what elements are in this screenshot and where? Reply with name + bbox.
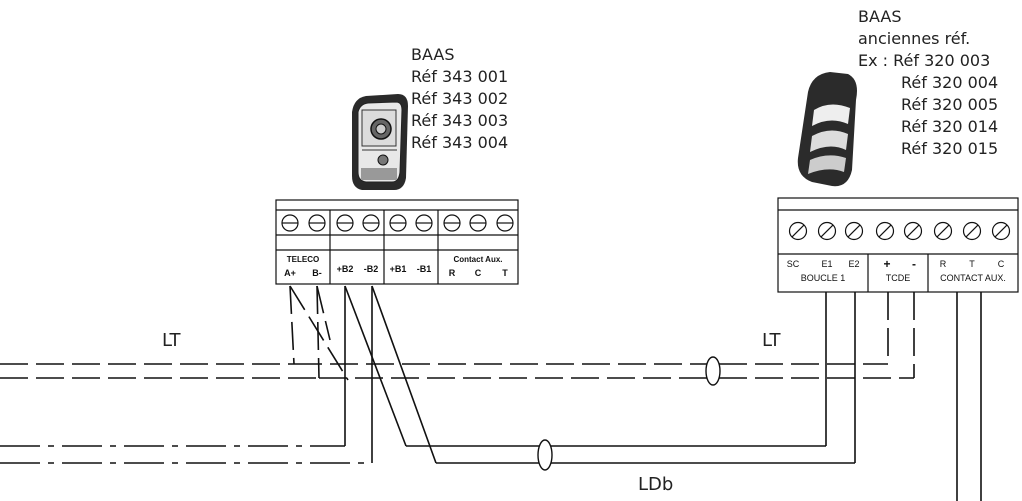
- lt-left-label: LT: [162, 330, 181, 351]
- right-pin-t: T: [969, 259, 975, 269]
- dash-dot-lines: [0, 445, 372, 464]
- right-screw-5-slot: [906, 224, 920, 238]
- left-device-icon: [352, 94, 408, 190]
- left-device-title: BAAS: [411, 45, 455, 64]
- left-terminal-labels: TELECO A+ B- +B2 -B2 +B1 -B1 Contact Aux…: [284, 255, 508, 278]
- right-pin-minus: -: [912, 257, 916, 271]
- right-terminal-labels: SC E1 E2 + - R T C BOUCLE 1 TCDE CONTACT…: [787, 257, 1006, 283]
- left-pin-a-plus: A+: [284, 268, 296, 278]
- right-screw-1-slot: [791, 224, 805, 238]
- right-screw-6-slot: [936, 224, 950, 238]
- left-device-ref-2: Réf 343 002: [411, 89, 509, 108]
- right-group-boucle1: BOUCLE 1: [801, 273, 846, 283]
- right-screw-7-slot: [965, 224, 979, 238]
- right-device-ref-row: Ex : Réf 320 003: [858, 50, 998, 72]
- right-device-subtitle: anciennes réf.: [858, 29, 971, 48]
- right-terminal-block: [777, 197, 1019, 293]
- right-device-ref-5: Réf 320 015: [901, 139, 999, 158]
- right-device-ref-1: Réf 320 003: [893, 51, 991, 70]
- left-terminal-block: [275, 199, 519, 285]
- right-screw-8-slot: [994, 224, 1008, 238]
- lt-cable: [0, 285, 915, 381]
- right-device-ref-2: Réf 320 004: [901, 73, 999, 92]
- left-group-contact-aux: Contact Aux.: [453, 255, 502, 264]
- right-screw-4-slot: [878, 224, 892, 238]
- right-pin-plus: +: [883, 257, 890, 271]
- right-screw-2-slot: [820, 224, 834, 238]
- right-device-title: BAAS: [858, 7, 902, 26]
- right-device-ref-4: Réf 320 014: [901, 117, 999, 136]
- left-device-ref-3: Réf 343 003: [411, 111, 509, 130]
- left-terminal-screws: [281, 214, 514, 232]
- right-pin-e1: E1: [821, 259, 832, 269]
- right-screw-3-slot: [847, 224, 861, 238]
- right-device-icon: [797, 72, 857, 187]
- right-device-ref-3: Réf 320 005: [901, 95, 999, 114]
- left-pin-r: R: [449, 268, 456, 278]
- left-device-ref-4: Réf 343 004: [411, 133, 509, 152]
- left-device-labels: BAAS Réf 343 001 Réf 343 002 Réf 343 003…: [411, 44, 508, 154]
- right-pin-r: R: [940, 259, 947, 269]
- lt-right-label: LT: [762, 330, 781, 351]
- left-pin-plus-b2: +B2: [337, 264, 354, 274]
- right-pin-c: C: [998, 259, 1005, 269]
- left-group-teleco: TELECO: [287, 255, 319, 264]
- right-group-tcde: TCDE: [886, 273, 911, 283]
- left-device-ref-1: Réf 343 001: [411, 67, 509, 86]
- ldb-label: LDb: [638, 474, 674, 495]
- left-pin-t: T: [502, 268, 508, 278]
- right-pin-sc: SC: [787, 259, 800, 269]
- right-device-ex-prefix: Ex :: [858, 51, 889, 70]
- lt-cable-marker: [705, 356, 721, 386]
- right-terminal-screws: [788, 221, 1011, 241]
- right-group-contact-aux: CONTACT AUX.: [940, 273, 1006, 283]
- right-pin-e2: E2: [848, 259, 859, 269]
- left-pin-minus-b1: -B1: [417, 264, 432, 274]
- ldb-cable: [344, 285, 982, 501]
- left-pin-minus-b2: -B2: [364, 264, 379, 274]
- left-pin-b-minus: B-: [312, 268, 322, 278]
- left-pin-plus-b1: +B1: [390, 264, 407, 274]
- right-device-labels: BAAS anciennes réf. Ex : Réf 320 003 Réf…: [858, 6, 998, 160]
- ldb-cable-marker: [537, 439, 553, 471]
- left-pin-c: C: [475, 268, 482, 278]
